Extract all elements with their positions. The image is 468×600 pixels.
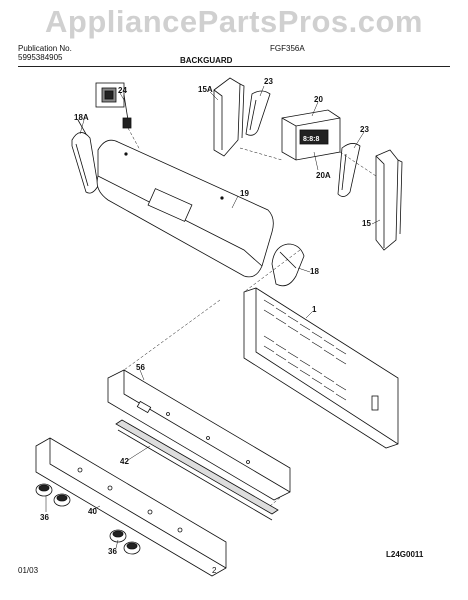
- part-56-control-frame: [107, 369, 291, 501]
- part-20-clock-module: 8:8:8: [281, 109, 341, 161]
- callout-15: 15: [362, 219, 371, 228]
- callout-24: 24: [118, 86, 127, 95]
- callout-15a: 15A: [198, 85, 213, 94]
- publication-number: 5995384905: [18, 53, 63, 62]
- part-23-clip-upper: [245, 90, 271, 136]
- leader-lines: [45, 85, 381, 549]
- svg-text:8:8:8: 8:8:8: [303, 136, 319, 143]
- callout-1: 1: [312, 305, 317, 314]
- part-19-backguard-panel: [96, 139, 274, 278]
- part-15a-bracket: [213, 77, 245, 157]
- callout-36-left: 36: [40, 513, 49, 522]
- header-rule: [18, 66, 450, 67]
- part-40-control-console: [35, 437, 227, 577]
- callout-23-upper: 23: [264, 77, 273, 86]
- section-title: BACKGUARD: [180, 56, 233, 65]
- callout-36-bottom: 36: [108, 547, 117, 556]
- part-23-clip-right: [337, 143, 361, 197]
- callout-56: 56: [136, 363, 145, 372]
- part-18-end-cap: [271, 243, 305, 287]
- callout-40: 40: [88, 507, 97, 516]
- callout-20a: 20A: [316, 171, 331, 180]
- callout-18a: 18A: [74, 113, 89, 122]
- part-36-knobs-bottom: [109, 529, 141, 555]
- part-36-knobs-left: [35, 483, 71, 507]
- model-number: FGF356A: [270, 44, 305, 53]
- assembly-lines: [123, 127, 377, 507]
- figure-code: L24G0011: [386, 550, 424, 559]
- part-24-switch: [95, 82, 132, 129]
- callout-42: 42: [120, 457, 129, 466]
- part-42-trim-strip: [115, 419, 279, 521]
- part-18a-end-cap: [71, 119, 99, 194]
- watermark: AppliancePartsPros.com: [45, 4, 423, 39]
- callout-20: 20: [314, 95, 323, 104]
- publication-label: Publication No.: [18, 44, 72, 53]
- part-15-bracket: [375, 149, 403, 251]
- callout-18: 18: [310, 267, 319, 276]
- footer-date: 01/03: [18, 566, 39, 575]
- part-1-rear-panel: [243, 287, 399, 449]
- callout-19: 19: [240, 189, 249, 198]
- footer-page-number: 2: [212, 566, 217, 575]
- callout-23-right: 23: [360, 125, 369, 134]
